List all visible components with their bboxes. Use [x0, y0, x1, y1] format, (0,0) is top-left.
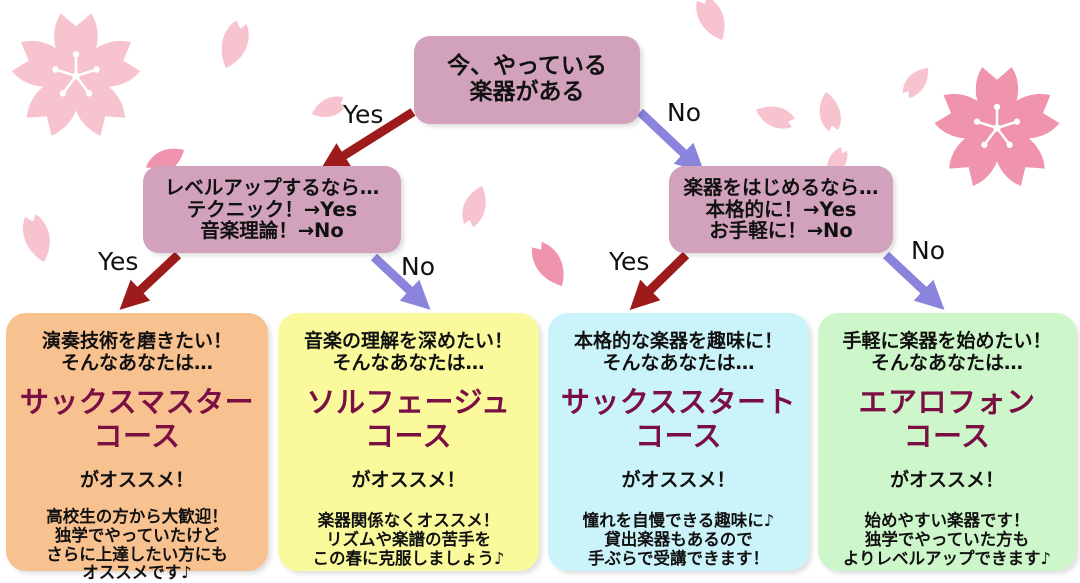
recommend-text: がオススメ！ [889, 469, 1004, 492]
course-title: サックスマスター コース [19, 385, 255, 453]
course-title-line: コース [93, 418, 181, 453]
question-root: 今、やっている 楽器がある [414, 36, 640, 124]
description-line: 高校生の方から大歓迎！ [46, 507, 228, 527]
lead-line: そんなあなたは… [602, 352, 755, 375]
arrow-left-no [370, 253, 431, 310]
card-description: 高校生の方から大歓迎！ 独学でやっていたけど さらに上達したい方にも オススメで… [46, 508, 228, 583]
label-yes-root: Yes [343, 100, 384, 129]
question-start-line: 本格的に！→Yes [705, 197, 857, 221]
description-line: この春に克服しましょう♪ [312, 548, 505, 568]
card-lead: 本格的な楽器を趣味に！ そんなあなたは… [574, 330, 783, 374]
label-no-root: No [667, 98, 701, 127]
description-line: 独学でやっていた方も [864, 529, 1030, 549]
recommend-text: がオススメ！ [79, 469, 194, 492]
description-line: 憧れを自慢できる趣味に♪ [582, 511, 775, 531]
course-title: エアロフォン コース [858, 385, 1036, 453]
lead-line: 演奏技術を磨きたい！ [41, 330, 232, 352]
card-sax-start: 本格的な楽器を趣味に！ そんなあなたは… サックススタート コース がオススメ！… [548, 313, 809, 571]
course-title-line: ソルフェージュ [306, 385, 511, 420]
recommend-text: がオススメ！ [351, 469, 466, 492]
question-root-line: 楽器がある [469, 79, 585, 105]
label-yes-right: Yes [609, 247, 650, 276]
recommend-text: がオススメ！ [621, 469, 736, 492]
arrow-left-yes [119, 251, 182, 310]
course-title-line: エアロフォン [858, 385, 1036, 420]
label-no-left: No [401, 252, 435, 281]
question-root-line: 今、やっている [447, 53, 607, 80]
card-description: 始めやすい楽器です！ 独学でやっていた方も よりレベルアップできます♪ [843, 512, 1051, 568]
description-line: リズムや楽譜の苦手を [326, 529, 491, 549]
question-start-instrument: 楽器をはじめるなら… 本格的に！→Yes お手軽に！→No [669, 166, 893, 253]
lead-line: そんなあなたは… [332, 352, 485, 375]
lead-line: そんなあなたは… [60, 352, 213, 375]
question-level-up-line: レベルアップするなら… [164, 175, 380, 199]
card-lead: 演奏技術を磨きたい！ そんなあなたは… [42, 330, 232, 374]
description-line: 楽器関係なくオススメ！ [317, 511, 500, 531]
card-lead: 音楽の理解を深めたい！ そんなあなたは… [304, 330, 513, 374]
course-title-line: コース [903, 418, 991, 453]
description-line: 始めやすい楽器です！ [864, 511, 1030, 531]
course-title-line: コース [634, 418, 723, 453]
question-level-up-line: 音楽理論！→No [200, 219, 344, 243]
label-yes-left: Yes [98, 247, 139, 276]
question-start-line: 楽器をはじめるなら… [683, 175, 879, 199]
course-title-line: コース [364, 418, 453, 453]
card-lead: 手軽に楽器を始めたい！ そんなあなたは… [842, 330, 1051, 374]
arrow-right-no [882, 251, 945, 310]
description-line: 手ぶらで受講できます！ [587, 548, 769, 568]
description-line: 貸出楽器もあるので [604, 529, 753, 549]
description-line: 独学でやっていたけど [54, 525, 220, 545]
arrow-root-yes [319, 108, 416, 171]
lead-line: そんなあなたは… [870, 352, 1023, 375]
lead-line: 手軽に楽器を始めたい！ [842, 330, 1052, 352]
arrow-right-yes [629, 251, 690, 311]
course-title-line: サックススタート [560, 385, 797, 420]
course-title: ソルフェージュ コース [306, 385, 511, 453]
card-description: 憧れを自慢できる趣味に♪ 貸出楽器もあるので 手ぶらで受講できます！ [583, 512, 775, 568]
lead-line: 音楽の理解を深めたい！ [303, 330, 513, 352]
card-solfege: 音楽の理解を深めたい！ そんなあなたは… ソルフェージュ コース がオススメ！ … [278, 313, 539, 571]
label-no-right: No [911, 236, 945, 265]
description-line: さらに上達したい方にも [46, 544, 228, 564]
description-line: よりレベルアップできます♪ [842, 548, 1052, 568]
course-title: サックススタート コース [560, 385, 797, 453]
card-sax-master: 演奏技術を磨きたい！ そんなあなたは… サックスマスター コース がオススメ！ … [6, 313, 268, 582]
card-description: 楽器関係なくオススメ！ リズムや楽譜の苦手を この春に克服しましょう♪ [312, 512, 504, 568]
course-title-line: サックスマスター [19, 385, 255, 420]
question-level-up: レベルアップするなら… テクニック！→Yes 音楽理論！→No [143, 166, 401, 253]
card-aerophone: 手軽に楽器を始めたい！ そんなあなたは… エアロフォン コース がオススメ！ 始… [818, 313, 1076, 571]
arrow-root-no [636, 108, 705, 173]
question-level-up-line: テクニック！→Yes [186, 197, 358, 221]
lead-line: 本格的な楽器を趣味に！ [573, 330, 783, 352]
question-start-line: お手軽に！→No [709, 219, 853, 243]
description-line: オススメです♪ [82, 563, 192, 583]
